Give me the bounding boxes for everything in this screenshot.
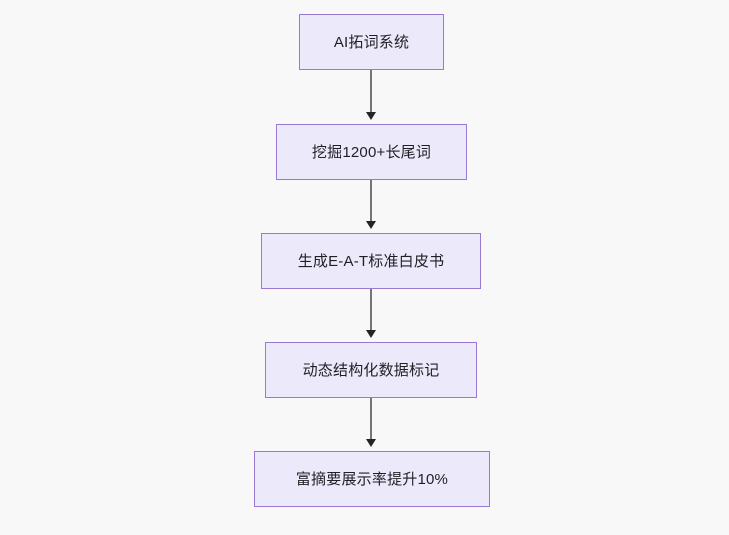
flow-node-label: 挖掘1200+长尾词 — [311, 143, 432, 161]
flow-node-label: AI拓词系统 — [333, 33, 410, 51]
flow-node-label: 富摘要展示率提升10% — [295, 470, 449, 488]
arrow-down-icon — [365, 439, 376, 447]
flow-node-label: 生成E-A-T标准白皮书 — [297, 252, 445, 270]
flow-edge-connector — [370, 289, 372, 334]
arrow-down-icon — [365, 330, 376, 338]
arrow-down-icon — [365, 221, 376, 229]
arrow-down-icon — [365, 112, 376, 120]
flow-node-rich-snippet-impression-lift[interactable]: 富摘要展示率提升10% — [254, 451, 490, 507]
flow-node-label: 动态结构化数据标记 — [302, 361, 440, 379]
flow-node-generate-eat-whitepaper[interactable]: 生成E-A-T标准白皮书 — [261, 233, 481, 289]
flow-node-mine-longtail-keywords[interactable]: 挖掘1200+长尾词 — [276, 124, 467, 180]
flow-edge-connector — [370, 398, 372, 443]
flow-edge-connector — [370, 70, 372, 116]
flow-node-dynamic-structured-data-markup[interactable]: 动态结构化数据标记 — [265, 342, 477, 398]
flow-node-ai-keyword-system[interactable]: AI拓词系统 — [299, 14, 444, 70]
flow-edge-connector — [370, 180, 372, 225]
